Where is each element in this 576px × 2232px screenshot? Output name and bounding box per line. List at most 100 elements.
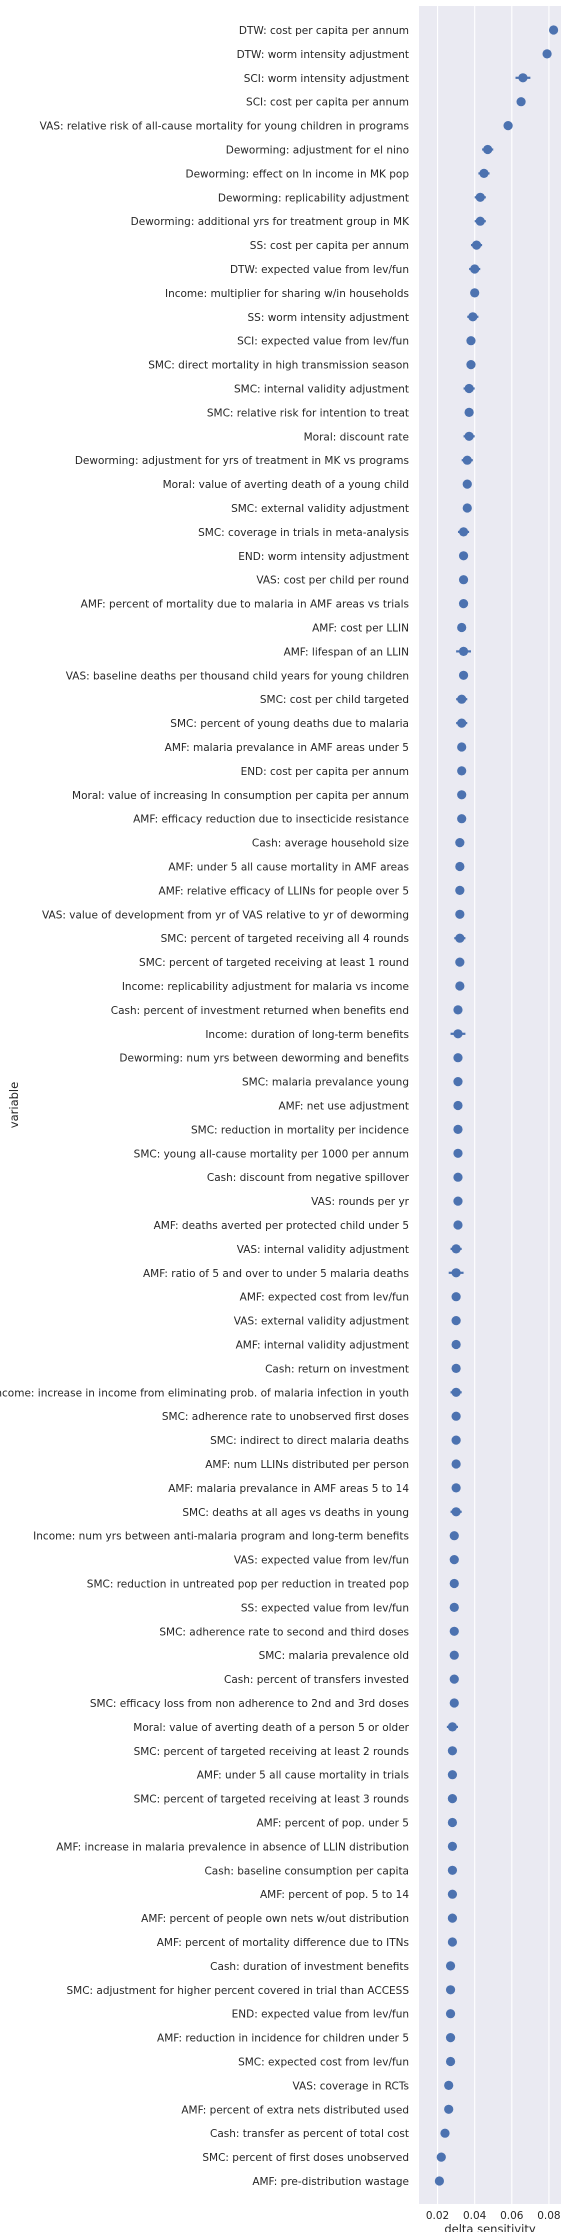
y-tick-label: AMF: percent of pop. 5 to 14 <box>260 1889 409 1901</box>
y-tick-label: SMC: percent of first doses unobserved <box>202 2152 409 2164</box>
data-point <box>451 1435 461 1445</box>
y-tick-label: END: worm intensity adjustment <box>238 551 409 563</box>
x-axis-label: delta sensitivity <box>444 2222 536 2232</box>
data-point <box>453 1053 463 1063</box>
y-tick-label: SMC: malaria prevalance young <box>242 1077 409 1089</box>
data-point <box>445 1961 456 1971</box>
y-tick-label: Cash: percent of investment returned whe… <box>111 1005 409 1017</box>
y-tick-label: SMC: indirect to direct malaria deaths <box>210 1435 409 1447</box>
data-point <box>518 73 528 83</box>
y-tick-label: AMF: deaths averted per protected child … <box>154 1220 409 1232</box>
y-tick-label: VAS: cost per child per round <box>256 575 409 587</box>
y-tick-label: DTW: cost per capita per annum <box>239 25 409 37</box>
data-point <box>457 742 467 752</box>
y-tick-label: END: cost per capita per annum <box>241 766 409 778</box>
y-tick-label: Deworming: effect on ln income in MK pop <box>186 168 410 180</box>
y-tick-label: AMF: num LLINs distributed per person <box>205 1459 409 1471</box>
data-point <box>447 1913 458 1923</box>
data-point <box>475 216 485 226</box>
data-point <box>449 1578 459 1589</box>
data-point <box>503 121 513 131</box>
y-tick-label: VAS: relative risk of all-cause mortalit… <box>40 121 409 133</box>
data-point <box>445 2009 456 2019</box>
data-point <box>455 957 465 967</box>
y-tick-label: SMC: adjustment for higher percent cover… <box>66 1985 409 1997</box>
y-tick-label: SCI: expected value from lev/fun <box>237 336 409 348</box>
data-point <box>455 861 465 872</box>
data-point <box>434 2176 445 2186</box>
y-tick-label: AMF: net use adjustment <box>278 1101 409 1113</box>
data-point <box>453 1124 463 1134</box>
y-tick-label: Moral: discount rate <box>304 431 409 443</box>
data-point <box>447 1722 458 1732</box>
data-point <box>516 97 526 107</box>
data-point <box>449 1626 459 1636</box>
data-point <box>449 1531 459 1541</box>
y-tick-label: VAS: external validity adjustment <box>234 1316 409 1328</box>
data-point <box>462 455 472 465</box>
data-point <box>453 1077 463 1087</box>
y-tick-label: SMC: adherence rate to second and third … <box>159 1626 409 1638</box>
y-tick-label: SS: expected value from lev/fun <box>241 1602 409 1614</box>
data-point <box>457 622 467 633</box>
y-tick-label: Income: replicability adjustment for mal… <box>122 981 409 993</box>
y-tick-label: SMC: cost per child targeted <box>260 694 409 706</box>
y-tick-label: AMF: malaria prevalance in AMF areas und… <box>165 742 409 754</box>
data-point <box>455 838 465 848</box>
data-point <box>453 1196 463 1206</box>
data-point <box>457 814 467 824</box>
y-tick-label: SS: cost per capita per annum <box>250 240 409 252</box>
data-point <box>449 1602 459 1612</box>
y-tick-label: DTW: expected value from lev/fun <box>230 264 409 276</box>
x-tick-label: 0.08 <box>537 2210 560 2222</box>
y-tick-label: VAS: rounds per yr <box>311 1196 410 1208</box>
y-tick-label: VAS: coverage in RCTs <box>293 2080 409 2092</box>
y-tick-label: SMC: internal validity adjustment <box>234 384 409 396</box>
x-tick-label: 0.06 <box>500 2210 524 2222</box>
data-point <box>468 312 478 322</box>
data-point <box>542 49 552 59</box>
data-point <box>451 1244 461 1254</box>
y-tick-label: AMF: percent of mortality due to malaria… <box>81 599 409 611</box>
data-point <box>455 933 465 943</box>
data-point <box>451 1411 461 1421</box>
y-tick-label: AMF: reduction in incidence for children… <box>157 2033 409 2045</box>
x-tick-label: 0.02 <box>426 2210 449 2222</box>
y-tick-label: Deworming: replicability adjustment <box>218 192 409 204</box>
data-point <box>451 1387 461 1397</box>
data-point <box>457 790 467 800</box>
data-point <box>453 1005 463 1015</box>
data-point <box>447 1770 458 1780</box>
y-tick-label: AMF: expected cost from lev/fun <box>240 1292 409 1304</box>
data-point <box>451 1483 461 1493</box>
y-axis-label: variable <box>7 1082 21 1128</box>
data-point <box>458 599 469 609</box>
data-point <box>453 1172 463 1182</box>
y-tick-label: Moral: value of averting death of a pers… <box>133 1722 409 1734</box>
y-tick-label: SMC: external validity adjustment <box>231 503 409 515</box>
y-tick-label: Moral: value of averting death of a youn… <box>163 479 409 491</box>
y-tick-label: Income: duration of long-term benefits <box>205 1029 409 1041</box>
y-tick-label: AMF: increase in malaria prevalence in a… <box>56 1841 409 1853</box>
data-point <box>458 527 469 537</box>
y-tick-label: SMC: percent of targeted receiving all 4… <box>161 933 409 945</box>
data-point <box>455 981 465 991</box>
y-tick-label: SMC: relative risk for intention to trea… <box>207 407 409 419</box>
data-point <box>455 885 465 896</box>
y-tick-label: SMC: percent of young deaths due to mala… <box>170 718 409 730</box>
data-point <box>457 718 467 728</box>
data-point <box>471 240 482 250</box>
y-tick-label: Cash: percent of transfers invested <box>224 1674 409 1686</box>
data-point <box>470 288 480 298</box>
data-point <box>453 1220 463 1230</box>
data-point <box>451 1507 461 1517</box>
data-point <box>447 1746 458 1756</box>
y-tick-label: Income: num yrs between anti-malaria pro… <box>33 1531 409 1543</box>
y-tick-label: VAS: expected value from lev/fun <box>234 1555 409 1567</box>
y-tick-label: DTW: worm intensity adjustment <box>237 49 409 61</box>
data-point <box>458 646 469 657</box>
data-point <box>451 1363 461 1373</box>
y-tick-label: SMC: reduction in untreated pop per redu… <box>87 1579 410 1591</box>
